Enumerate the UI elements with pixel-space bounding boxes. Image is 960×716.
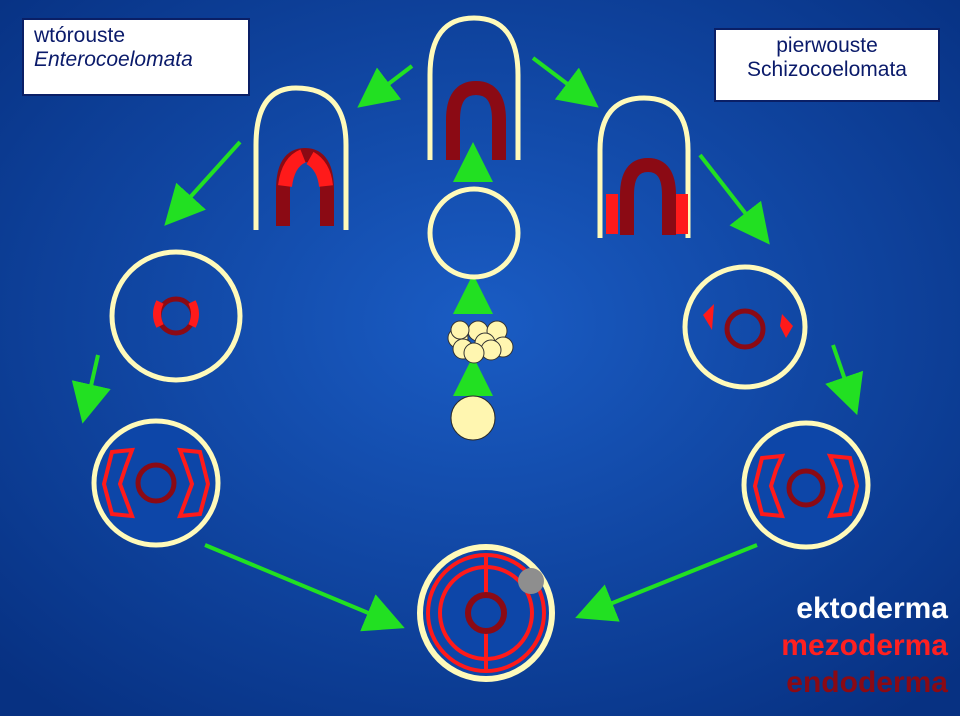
section-right-late: [741, 420, 871, 550]
label-protostomes: pierwouste Schizocoelomata: [714, 28, 940, 102]
gastrula-center: [427, 15, 521, 160]
legend-ectoderm: ektoderma: [796, 592, 948, 625]
section-right-early: [682, 264, 808, 390]
gastrula-left: [253, 85, 349, 230]
arrow-right-down: [825, 344, 864, 416]
arrow-left-to-bottom: [204, 543, 405, 632]
arrow-right-gastrula-down: [698, 153, 770, 245]
legend-mesoderm: mezoderma: [781, 629, 948, 662]
label-deuterostomes-title: wtórouste: [34, 24, 126, 47]
legend-endoderm: endoderma: [786, 666, 948, 699]
zygote: [450, 395, 496, 441]
blastula: [427, 186, 521, 280]
label-protostomes-title: pierwouste: [776, 34, 878, 57]
section-left-early: [109, 249, 243, 383]
label-protostomes-subtitle: Schizocoelomata: [747, 58, 907, 81]
germ-layer-legend: ektoderma mezoderma endoderma: [781, 590, 948, 701]
arrow-left-gastrula-down: [164, 140, 242, 226]
arrow-to-left-gastrula: [357, 64, 414, 108]
arrow-to-right-gastrula: [531, 56, 599, 108]
arrows: [71, 56, 864, 632]
arrow-left-down: [71, 354, 111, 424]
label-deuterostomes: wtórouste Enterocoelomata: [22, 18, 250, 96]
gastrula-right: [597, 95, 691, 238]
label-deuterostomes-subtitle: Enterocoelomata: [34, 48, 193, 71]
morula-cluster: [447, 320, 514, 364]
arrow-right-to-bottom: [575, 543, 758, 622]
section-final: [417, 544, 555, 682]
section-left-late: [91, 418, 221, 548]
